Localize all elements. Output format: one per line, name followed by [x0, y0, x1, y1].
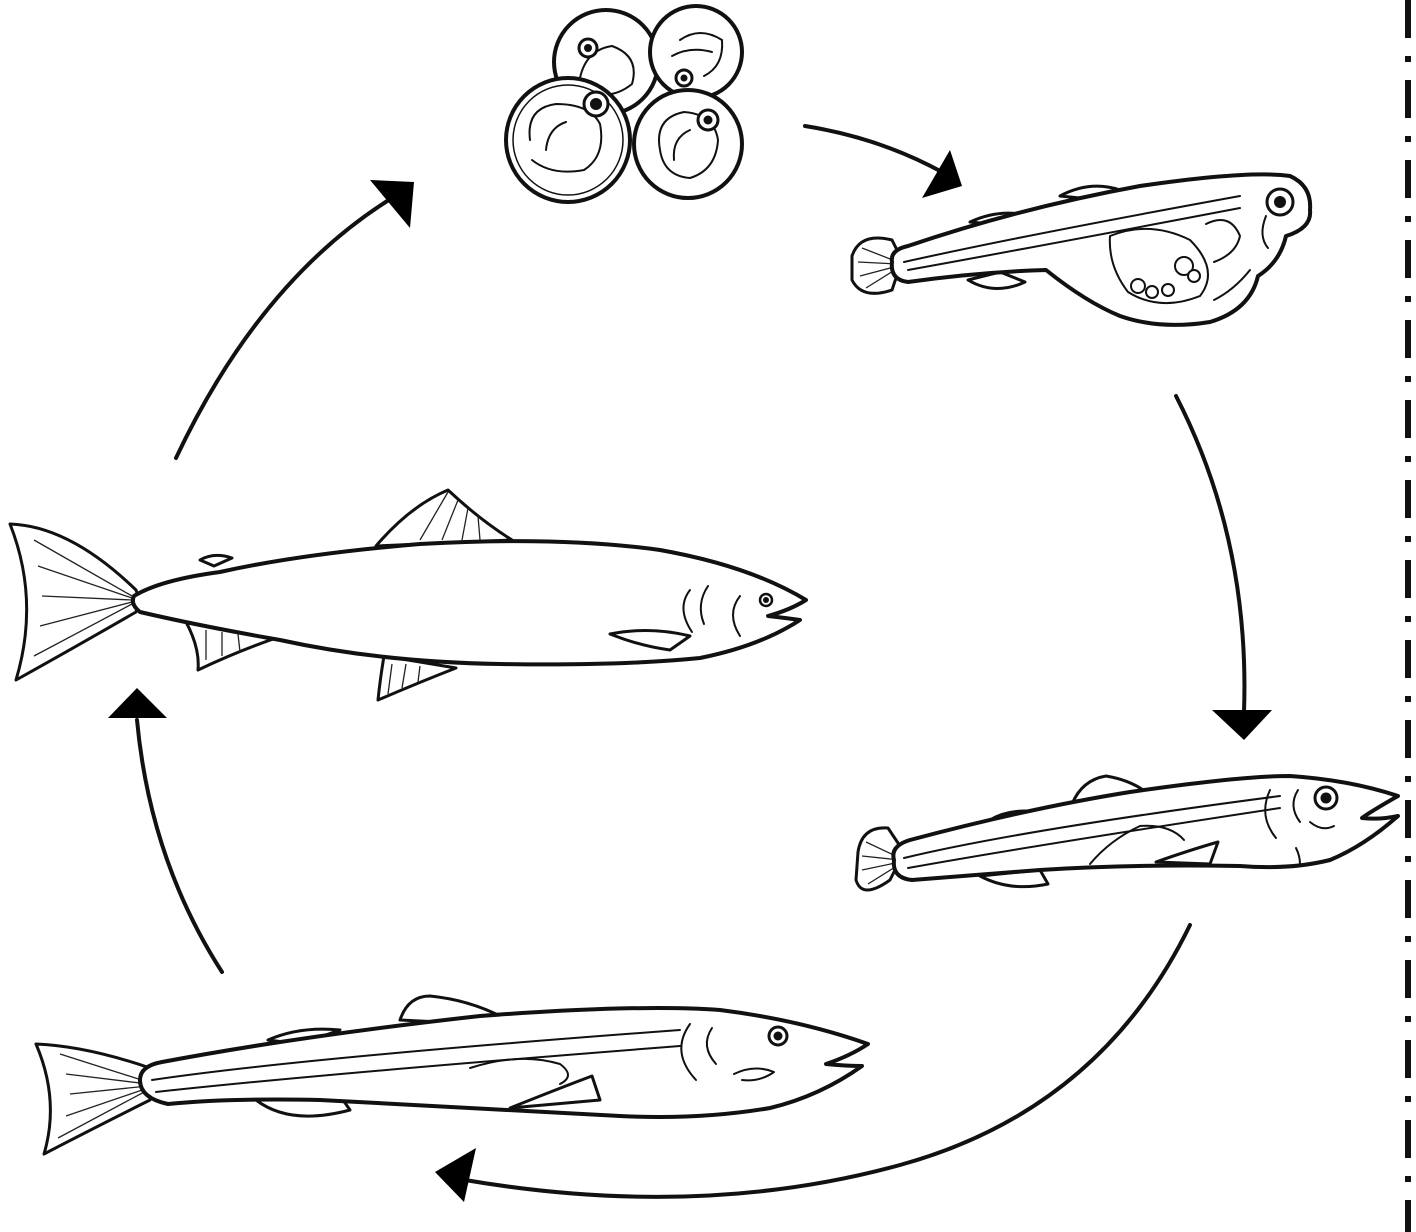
egg: [650, 6, 742, 98]
arrow-alevin-to-fry: [1176, 396, 1272, 740]
arrow-adult-to-eggs: [176, 180, 414, 458]
arrow-parr-to-adult: [108, 688, 222, 972]
adult-fish-icon: [10, 490, 806, 700]
egg: [506, 78, 630, 202]
fry-icon: [856, 776, 1398, 890]
arrow-eggs-to-alevin: [805, 126, 962, 198]
parr-icon: [36, 996, 868, 1154]
fish-eggs-icon: [506, 6, 742, 202]
egg: [634, 90, 742, 198]
alevin-icon: [852, 174, 1310, 325]
